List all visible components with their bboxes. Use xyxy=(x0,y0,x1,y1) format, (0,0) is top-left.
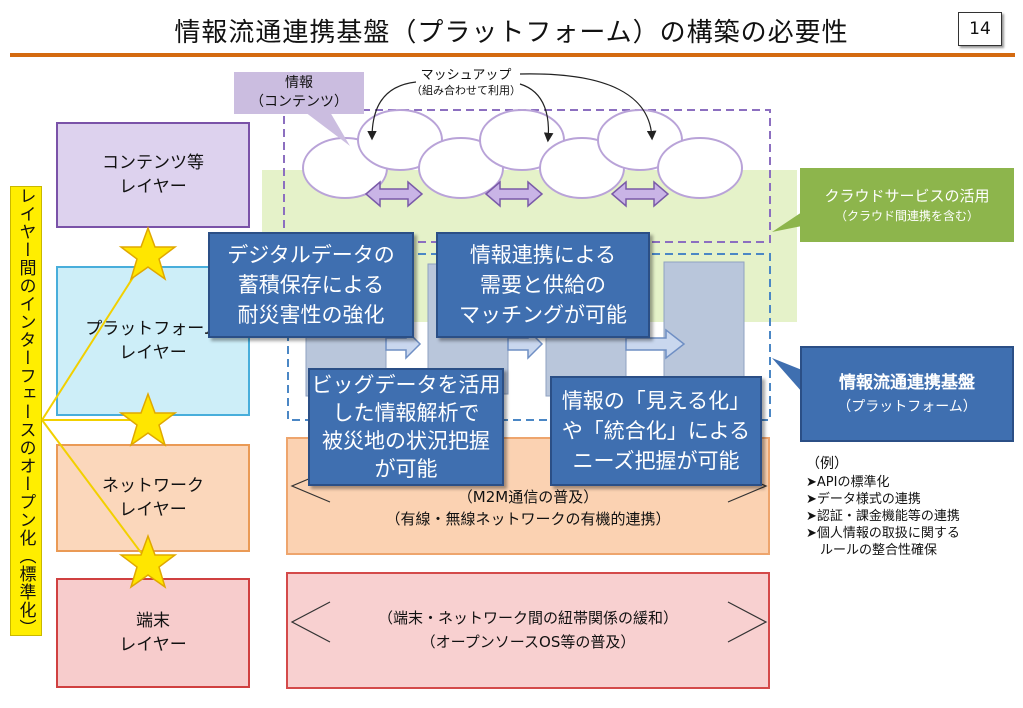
contents-layer-box: コンテンツ等 レイヤー xyxy=(56,122,250,228)
example-item: ➤APIの標準化 xyxy=(806,475,890,490)
title-divider xyxy=(10,53,1015,57)
terminal-band xyxy=(286,572,770,689)
cloud-callout-pointer xyxy=(772,212,802,232)
feature-box-3-line-4: が可能 xyxy=(374,457,438,481)
feature-box-matching: 情報連携による 需要と供給の マッチングが可能 xyxy=(436,232,650,338)
platform-callout-subtitle: （プラットフォーム） xyxy=(837,399,977,415)
terminal-text-relaxation: （端末・ネットワーク間の紐帯関係の緩和） xyxy=(377,609,678,627)
feature-box-2-line-3: マッチングが可能 xyxy=(459,303,627,327)
interface-stars xyxy=(118,225,178,589)
contents-layer-label-2: レイヤー xyxy=(119,177,187,197)
mashup-arrows xyxy=(367,73,657,143)
info-callout: 情報 （コンテンツ） xyxy=(234,72,364,114)
cloud-callout-title: クラウドサービスの活用 xyxy=(824,187,990,205)
platform-callout-title: 情報流通連携基盤 xyxy=(839,373,975,393)
terminal-layer-label-2: レイヤー xyxy=(119,635,187,655)
mashup-arrow-right xyxy=(519,73,657,141)
platform-layer-label-2: レイヤー xyxy=(119,343,187,363)
double-arrow-3 xyxy=(610,180,670,208)
network-layer-label-2: レイヤー xyxy=(119,500,187,520)
feature-box-3-line-1: ビッグデータを活用 xyxy=(311,373,501,397)
star-icon xyxy=(118,225,178,281)
feature-box-1-line-1: デジタルデータの xyxy=(227,243,395,267)
content-ellipses xyxy=(302,109,743,199)
band-brackets xyxy=(290,469,768,643)
star-icon xyxy=(118,533,178,589)
feature-box-4-line-1: 情報の「見える化」 xyxy=(561,389,751,413)
feature-box-3-line-2: した情報解析で xyxy=(332,401,480,425)
feature-box-2-line-1: 情報連携による xyxy=(469,243,617,267)
network-text-m2m: （M2M通信の普及） xyxy=(457,488,599,506)
feature-box-disaster-resilience: デジタルデータの 蓄積保存による 耐災害性の強化 xyxy=(208,232,414,338)
terminal-layer-box: 端末 レイヤー xyxy=(56,578,250,688)
page-title: 情報流通連携基盤（プラットフォーム）の構築の必要性 xyxy=(174,18,849,48)
feature-box-4-line-2: や「統合化」による xyxy=(561,419,751,443)
content-ellipse-3 xyxy=(418,137,504,199)
content-ellipse-7 xyxy=(657,137,743,199)
mashup-subtitle: （組み合わせて利用） xyxy=(411,84,521,97)
content-double-arrows xyxy=(364,180,670,208)
example-item: ➤データ様式の連携 xyxy=(806,492,921,507)
connector-3 xyxy=(41,419,149,563)
star-icon xyxy=(118,391,178,447)
example-item: ➤個人情報の取扱に関する xyxy=(806,526,960,541)
network-text-cooperation: （有線・無線ネットワークの有機的連携） xyxy=(385,510,671,528)
contents-layer-label-1: コンテンツ等 xyxy=(102,153,204,173)
info-callout-line1: 情報 xyxy=(285,75,313,91)
interface-open-bar: レイヤー間のインターフェースのオープン化（標準化） xyxy=(10,186,42,637)
cloud-callout-subtitle: （クラウド間連携を含む） xyxy=(834,209,979,223)
feature-box-3-line-3: 被災地の状況把握 xyxy=(322,429,490,453)
examples-list: （例） ➤APIの標準化 ➤データ様式の連携 ➤認証・課金機能等の連携 ➤個人情… xyxy=(806,454,1016,559)
double-arrow-1 xyxy=(364,180,424,208)
cloud-callout: クラウドサービスの活用 （クラウド間連携を含む） xyxy=(800,168,1014,242)
example-item: ➤認証・課金機能等の連携 xyxy=(806,509,960,524)
platform-callout-pointer xyxy=(772,358,802,392)
platform-layer-label-1: プラットフォーム xyxy=(85,319,221,339)
terminal-text-opensource: （オープンソースOS等の普及） xyxy=(420,633,636,651)
terminal-band-text: （端末・ネットワーク間の紐帯関係の緩和） （オープンソースOS等の普及） xyxy=(286,600,770,660)
connector-1 xyxy=(41,253,149,421)
platform-block-4 xyxy=(663,261,745,395)
platform-callout: 情報流通連携基盤 （プラットフォーム） xyxy=(800,346,1014,442)
example-item: ルールの整合性確保 xyxy=(820,543,938,558)
mashup-arrow-left xyxy=(367,81,417,141)
page-number: 14 xyxy=(958,12,1002,46)
info-callout-line2: （コンテンツ） xyxy=(250,94,348,110)
terminal-bracket-right xyxy=(727,601,768,643)
terminal-bracket-left xyxy=(290,601,331,643)
feature-box-1-line-3: 耐災害性の強化 xyxy=(237,303,385,327)
content-ellipse-2 xyxy=(357,109,443,171)
mashup-arrow-middle xyxy=(519,83,554,143)
feature-box-4-line-3: ニーズ把握が可能 xyxy=(572,449,740,473)
platform-arrow-3 xyxy=(625,328,686,360)
network-layer-label-1: ネットワーク xyxy=(102,476,204,496)
feature-box-bigdata: ビッグデータを活用 した情報解析で 被災地の状況把握 が可能 xyxy=(308,368,504,486)
interface-connectors xyxy=(41,253,149,563)
mashup-label: マッシュアップ （組み合わせて利用） xyxy=(396,66,536,100)
feature-box-1-line-2: 蓄積保存による xyxy=(237,273,385,297)
feature-box-visualization: 情報の「見える化」 や「統合化」による ニーズ把握が可能 xyxy=(550,376,762,486)
feature-box-2-line-2: 需要と供給の xyxy=(480,273,606,297)
mashup-title: マッシュアップ xyxy=(420,68,512,83)
double-arrow-2 xyxy=(484,180,544,208)
network-layer-box: ネットワーク レイヤー xyxy=(56,444,250,552)
terminal-layer-label-1: 端末 xyxy=(136,611,170,631)
info-callout-pointer xyxy=(305,112,350,146)
examples-heading: （例） xyxy=(806,456,848,472)
interface-open-label: レイヤー間のインターフェースのオープン化（標準化） xyxy=(15,187,36,637)
